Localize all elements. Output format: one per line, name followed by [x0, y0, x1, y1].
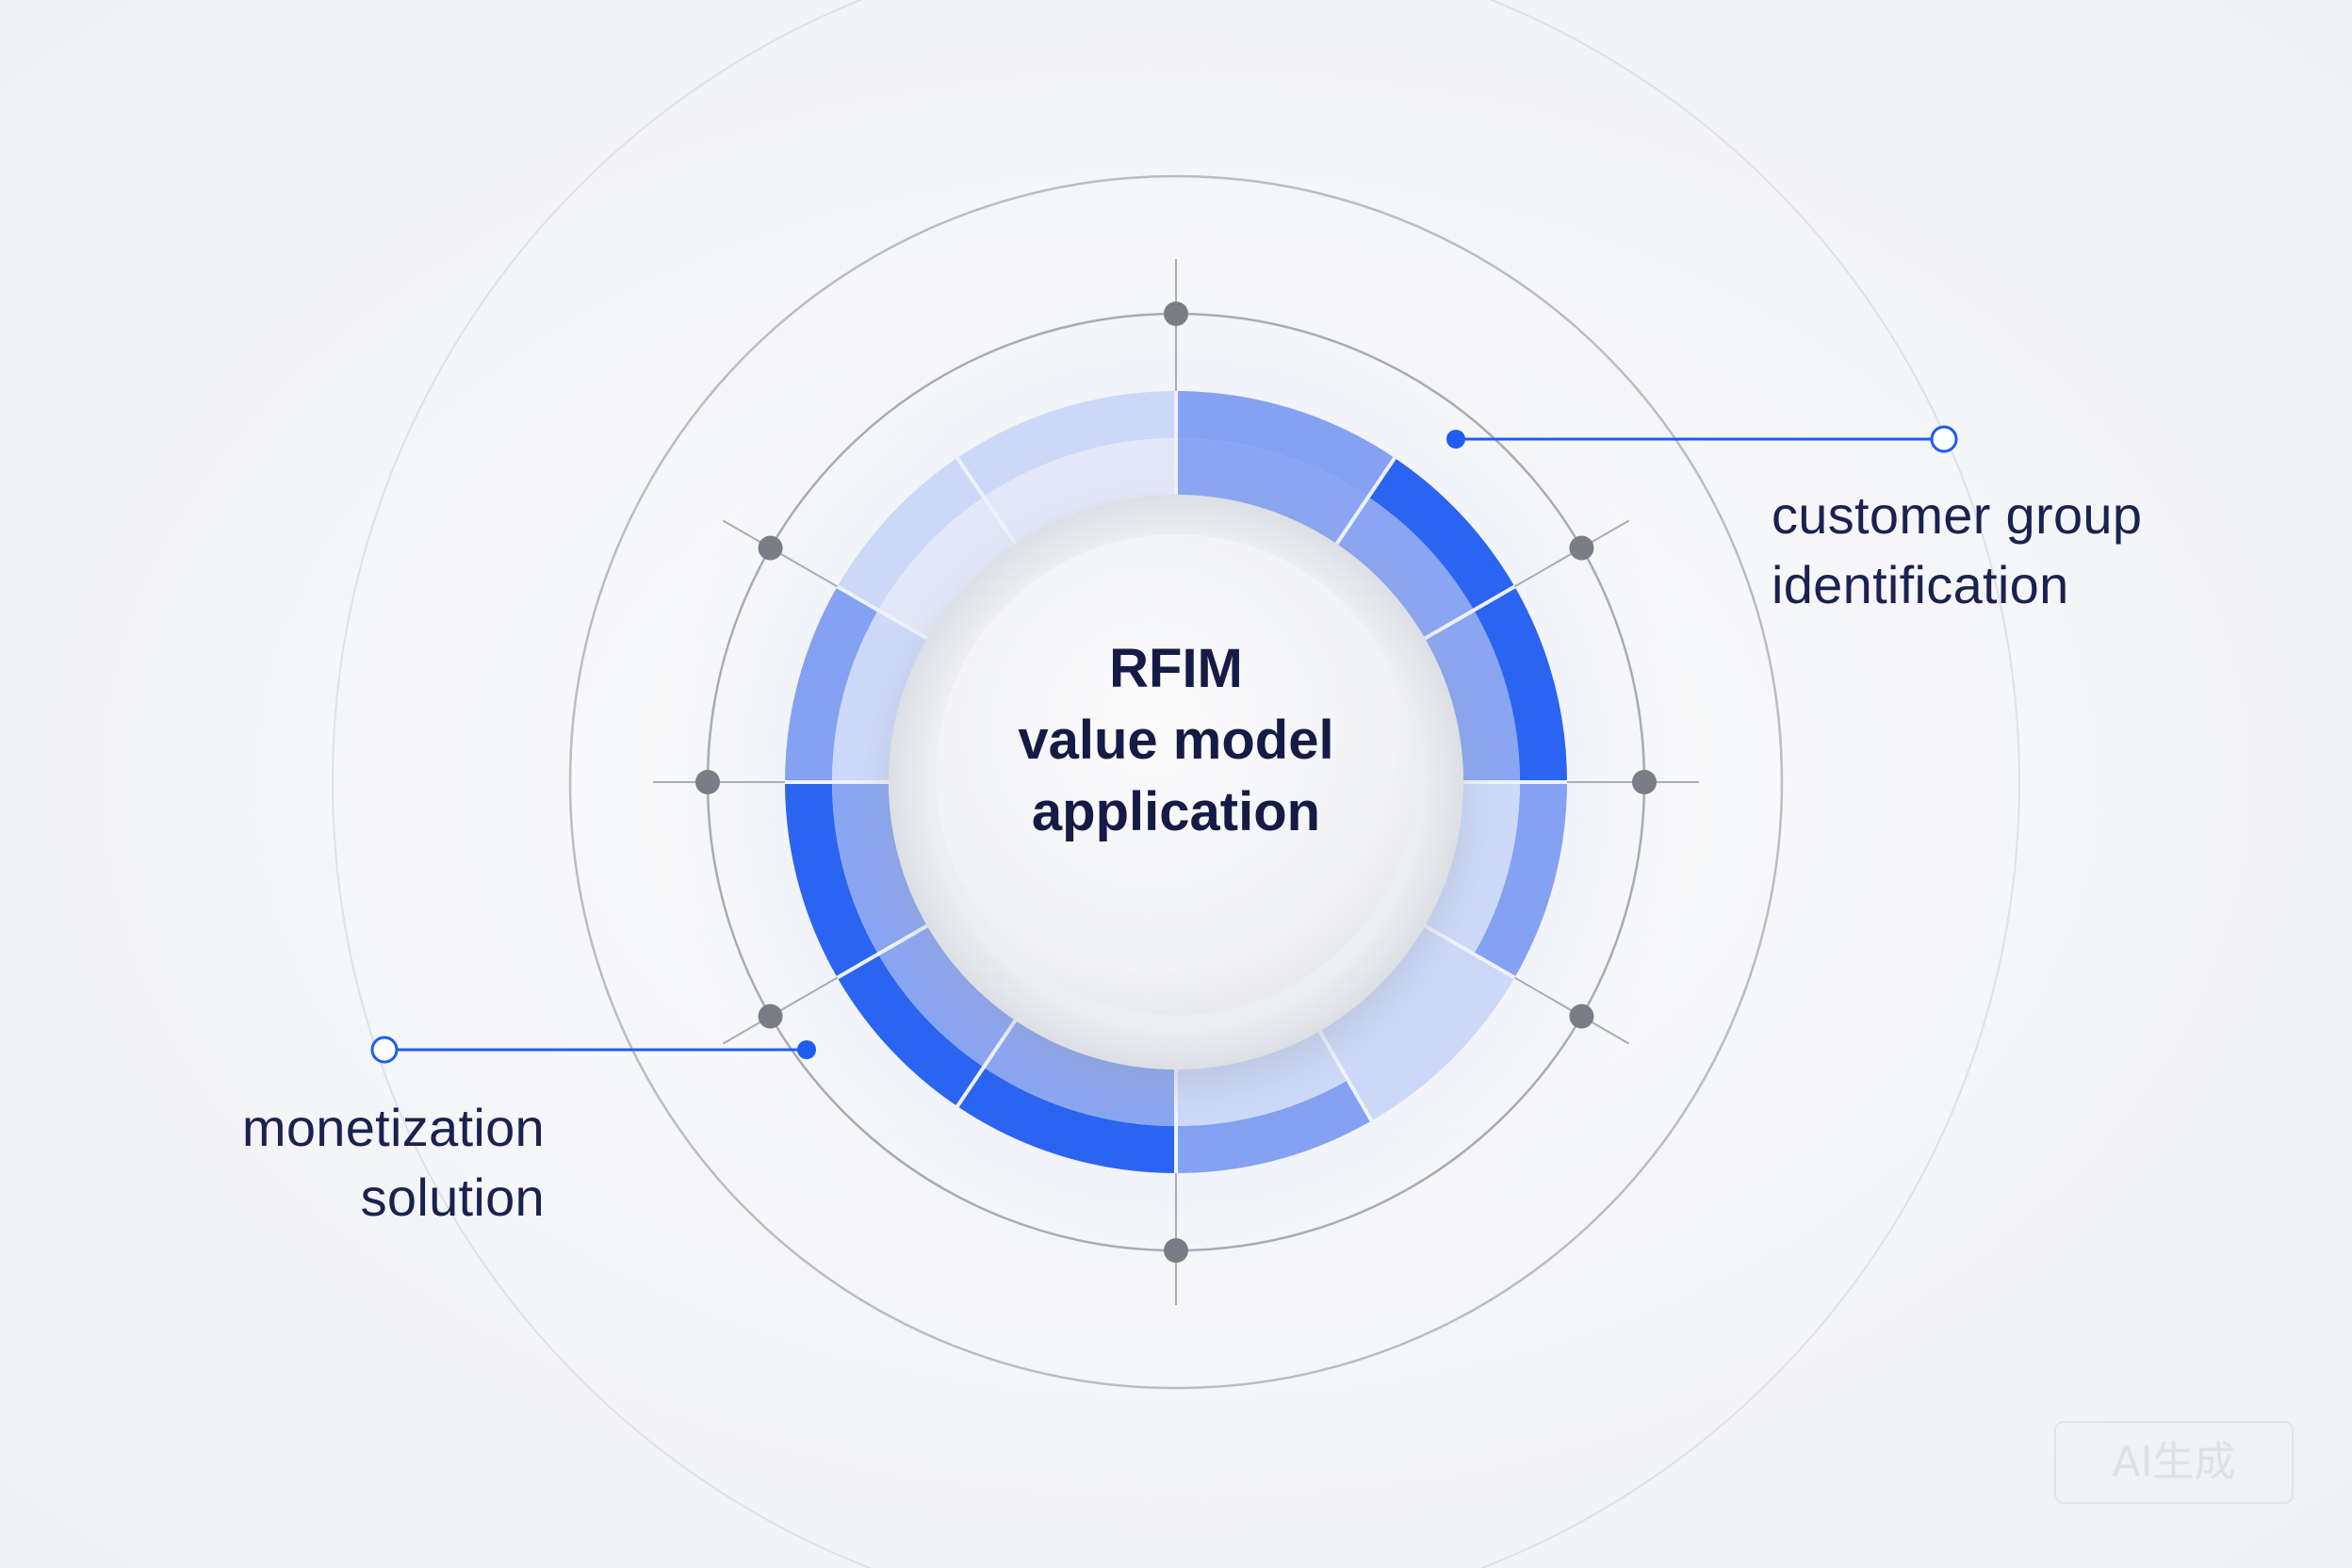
callout-customer-group-connector: [1446, 425, 1958, 453]
callout-end-ring: [1930, 425, 1958, 453]
inner-segment: [983, 438, 1176, 545]
center-title-line: application: [1031, 781, 1321, 842]
callout-label-customer-group: customer group identification: [1772, 481, 2142, 620]
ring-node: [1569, 535, 1594, 561]
callout-anchor-dot: [797, 1040, 816, 1059]
callout-end-ring: [370, 1036, 399, 1064]
ring-node: [1632, 770, 1657, 794]
outer-segment: [785, 586, 878, 782]
ring-node: [1164, 302, 1188, 326]
segment-divider: [834, 583, 933, 643]
outer-segment: [956, 1067, 1176, 1173]
ring-node: [758, 535, 783, 561]
ring-nodes: [695, 302, 1657, 1263]
ring-node: [1164, 1238, 1188, 1263]
outer-segment: [956, 391, 1176, 498]
center-title-line: RFIM: [1109, 638, 1243, 699]
outer-segment: [1348, 954, 1515, 1121]
outer-segment: [837, 954, 984, 1107]
outer-segment: [837, 457, 984, 611]
inner-segment: [832, 782, 927, 955]
inner-segment: [1425, 610, 1520, 782]
inner-segment: [832, 610, 927, 782]
segment-divider: [1419, 583, 1518, 643]
callout-monetization-connector: [370, 1036, 816, 1064]
watermark: AI生成: [2054, 1421, 2294, 1504]
outer-segment: [1176, 391, 1396, 498]
segment-divider: [834, 922, 933, 981]
outline-ring: [568, 174, 1784, 1390]
center-title-line: value model: [1018, 710, 1334, 771]
outer-segment: [1474, 782, 1567, 978]
center-disc: [936, 534, 1416, 1015]
center-title: RFIM value model application: [931, 633, 1421, 848]
inner-segment: [877, 497, 1016, 639]
callout-label-monetization: monetization solution: [242, 1093, 545, 1233]
ring-segments: [782, 388, 1570, 1176]
ring-node: [1569, 1004, 1594, 1029]
inner-segment: [983, 1020, 1176, 1126]
outer-segment: [785, 782, 878, 978]
inner-segment: [877, 925, 1016, 1068]
ring-node: [758, 1004, 783, 1029]
outer-segment: [1176, 1080, 1372, 1173]
segment-divider: [954, 1015, 1020, 1110]
inner-segment: [1425, 782, 1520, 955]
outer-segment: [1368, 457, 1515, 611]
inner-segment: [1319, 925, 1475, 1081]
callout-label-line: monetization: [241, 1098, 545, 1157]
outline-ring: [332, 0, 2020, 1568]
callout-anchor-dot: [1446, 430, 1465, 449]
ring-node: [695, 770, 720, 794]
inner-segment: [1176, 1031, 1348, 1126]
segment-divider: [954, 454, 1020, 549]
segment-divider: [1332, 454, 1398, 549]
callout-label-line: customer group: [1772, 485, 2143, 545]
segment-divider: [1315, 1025, 1375, 1124]
segment-divider: [1419, 922, 1518, 981]
callout-label-line: solution: [360, 1168, 545, 1227]
callout-label-line: identification: [1772, 555, 2069, 614]
inner-segment: [1176, 438, 1369, 545]
inner-segment: [1336, 497, 1475, 639]
outer-segment: [1474, 586, 1567, 782]
